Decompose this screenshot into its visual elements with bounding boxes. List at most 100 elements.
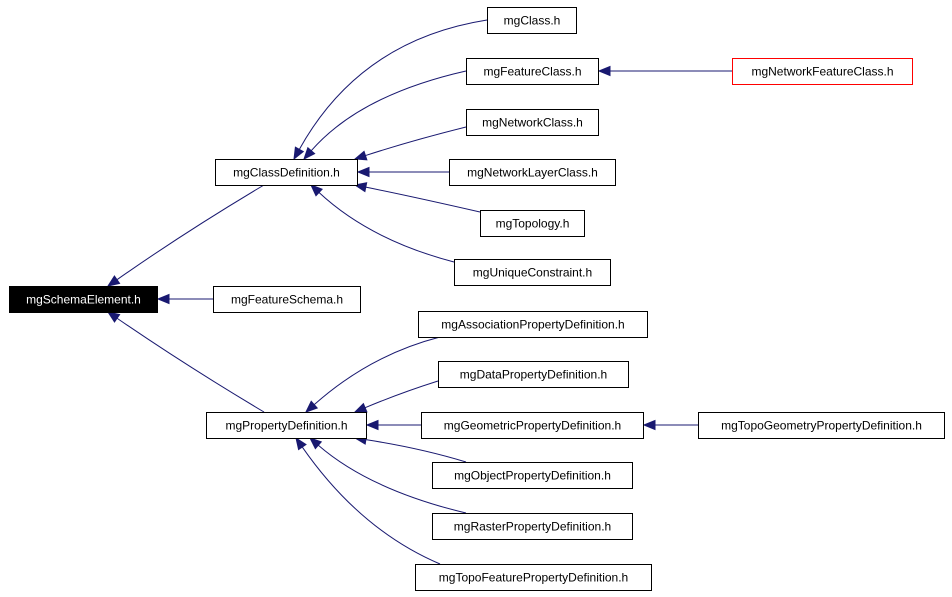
arrow-head-icon	[353, 402, 368, 413]
node-label: mgNetworkFeatureClass.h	[751, 65, 893, 79]
node-box[interactable]	[480, 210, 585, 237]
node-box[interactable]	[438, 361, 629, 388]
edges-layer	[106, 19, 732, 565]
node-association-property[interactable]: mgAssociationPropertyDefinition.h	[418, 311, 648, 338]
edge-class-to-class_definition	[293, 19, 488, 161]
node-box[interactable]	[454, 259, 611, 286]
edge-line	[365, 439, 467, 463]
node-feature-class[interactable]: mgFeatureClass.h	[466, 58, 599, 85]
edge-line	[364, 380, 439, 409]
node-box[interactable]	[421, 412, 644, 439]
node-box[interactable]	[206, 412, 367, 439]
arrow-head-icon	[305, 400, 319, 413]
edge-geometric_property-to-property_definition	[365, 419, 422, 431]
arrow-head-icon	[365, 419, 379, 431]
arrow-head-icon	[310, 184, 323, 197]
node-label: mgUniqueConstraint.h	[473, 266, 592, 280]
edge-data_property-to-property_definition	[353, 380, 439, 413]
node-data-property[interactable]: mgDataPropertyDefinition.h	[438, 361, 629, 388]
arrow-head-icon	[353, 150, 368, 161]
node-label: mgTopology.h	[496, 217, 570, 231]
node-class-definition[interactable]: mgClassDefinition.h	[215, 159, 358, 186]
edge-line	[310, 70, 467, 152]
node-box[interactable]	[449, 159, 616, 186]
node-label: mgDataPropertyDefinition.h	[460, 368, 607, 382]
edge-property_definition-to-schema_element	[106, 311, 265, 413]
edge-class_definition-to-schema_element	[106, 184, 265, 287]
node-property-definition[interactable]: mgPropertyDefinition.h	[206, 412, 367, 439]
node-label: mgObjectPropertyDefinition.h	[454, 469, 611, 483]
arrow-head-icon	[309, 437, 323, 450]
node-topo-feature-property[interactable]: mgTopoFeaturePropertyDefinition.h	[415, 564, 652, 591]
arrow-head-icon	[295, 436, 307, 451]
node-label: mgSchemaElement.h	[26, 293, 141, 307]
node-feature-schema[interactable]: mgFeatureSchema.h	[213, 286, 361, 313]
node-label: mgAssociationPropertyDefinition.h	[441, 318, 624, 332]
node-label: mgNetworkLayerClass.h	[467, 166, 598, 180]
edge-line	[301, 446, 441, 565]
node-box[interactable]	[732, 58, 913, 85]
edge-topo_feature_property-to-property_definition	[295, 436, 441, 565]
edge-unique_constraint-to-class_definition	[310, 184, 455, 263]
node-label: mgTopoGeometryPropertyDefinition.h	[721, 419, 922, 433]
node-box[interactable]	[487, 7, 577, 34]
edge-line	[298, 19, 488, 150]
edge-topo_geometry_property-to-geometric_property	[642, 419, 699, 431]
node-network-layer-class[interactable]: mgNetworkLayerClass.h	[449, 159, 616, 186]
edge-feature_class-to-class_definition	[303, 70, 467, 160]
edge-line	[317, 444, 467, 514]
edge-network_class-to-class_definition	[353, 126, 467, 161]
node-schema-element[interactable]: mgSchemaElement.h	[9, 286, 158, 313]
node-label: mgClass.h	[504, 14, 561, 28]
node-class[interactable]: mgClass.h	[487, 7, 577, 34]
node-topo-geometry-property[interactable]: mgTopoGeometryPropertyDefinition.h	[698, 412, 945, 439]
node-box[interactable]	[466, 58, 599, 85]
arrow-head-icon	[597, 65, 611, 77]
arrow-head-icon	[156, 293, 170, 305]
node-network-feature-class[interactable]: mgNetworkFeatureClass.h	[732, 58, 913, 85]
node-unique-constraint[interactable]: mgUniqueConstraint.h	[454, 259, 611, 286]
node-label: mgNetworkClass.h	[482, 116, 583, 130]
nodes-layer: mgSchemaElement.h mgClassDefinition.h mgFe…	[9, 7, 945, 591]
node-raster-property[interactable]: mgRasterPropertyDefinition.h	[432, 513, 633, 540]
edge-line	[116, 317, 265, 413]
edge-line	[318, 192, 455, 263]
edge-object_property-to-property_definition	[353, 434, 467, 463]
node-geometric-property[interactable]: mgGeometricPropertyDefinition.h	[421, 412, 644, 439]
edge-raster_property-to-property_definition	[309, 437, 467, 514]
node-box[interactable]	[215, 159, 358, 186]
arrow-head-icon	[106, 275, 121, 287]
edge-line	[116, 184, 265, 281]
node-network-class[interactable]: mgNetworkClass.h	[466, 109, 599, 136]
node-label: mgClassDefinition.h	[233, 166, 340, 180]
node-label: mgFeatureSchema.h	[231, 293, 343, 307]
arrow-head-icon	[356, 166, 370, 178]
node-box[interactable]	[466, 109, 599, 136]
node-box[interactable]	[213, 286, 361, 313]
node-box[interactable]	[698, 412, 945, 439]
edge-network_feature_class-to-feature_class	[597, 65, 732, 77]
arrow-head-icon	[303, 146, 316, 160]
node-object-property[interactable]: mgObjectPropertyDefinition.h	[432, 462, 633, 489]
node-box[interactable]	[418, 311, 648, 338]
arrow-head-icon	[293, 146, 305, 161]
node-box[interactable]	[9, 286, 158, 313]
edge-association_property-to-property_definition	[305, 336, 441, 413]
edge-line	[313, 336, 441, 406]
edge-feature_schema-to-schema_element	[156, 293, 213, 305]
node-topology[interactable]: mgTopology.h	[480, 210, 585, 237]
node-box[interactable]	[432, 462, 633, 489]
edge-topology-to-class_definition	[353, 182, 481, 213]
node-label: mgPropertyDefinition.h	[225, 419, 347, 433]
node-label: mgGeometricPropertyDefinition.h	[444, 419, 621, 433]
edge-line	[365, 126, 467, 157]
node-box[interactable]	[415, 564, 652, 591]
arrow-head-icon	[642, 419, 656, 431]
edge-line	[365, 186, 481, 213]
node-box[interactable]	[432, 513, 633, 540]
node-label: mgRasterPropertyDefinition.h	[454, 520, 611, 534]
arrow-head-icon	[106, 311, 121, 323]
edge-network_layer_class-to-class_definition	[356, 166, 450, 178]
node-label: mgTopoFeaturePropertyDefinition.h	[439, 571, 628, 585]
